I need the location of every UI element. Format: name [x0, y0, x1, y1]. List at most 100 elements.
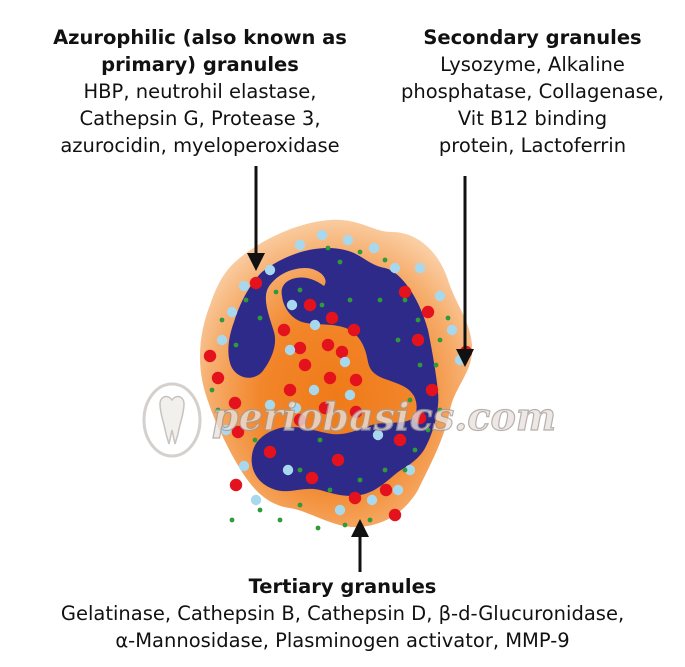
granule — [382, 257, 388, 263]
granule — [337, 259, 343, 265]
granule — [252, 437, 258, 443]
azurophilic-content-line-1: HBP, neutrohil elastase, — [83, 80, 317, 103]
granule — [372, 429, 384, 441]
granule — [257, 507, 263, 513]
granule — [228, 396, 242, 410]
granule — [331, 453, 345, 467]
granule — [446, 324, 458, 336]
tertiary-content-line-1: Gelatinase, Cathepsin B, Cathepsin D, β-… — [60, 602, 625, 625]
granule — [413, 411, 427, 425]
granule — [379, 483, 393, 497]
granule — [411, 333, 425, 347]
granule — [414, 262, 426, 274]
granule — [318, 401, 332, 415]
tertiary-content-line-2: α-Mannosidase, Plasminogen activator, MM… — [115, 629, 570, 652]
granule — [297, 287, 303, 293]
granule — [283, 383, 297, 397]
granule — [393, 433, 407, 447]
granule — [220, 424, 232, 436]
granule — [327, 487, 333, 493]
granule — [219, 317, 225, 323]
granule — [377, 297, 383, 303]
granule — [382, 467, 388, 473]
granule — [404, 464, 416, 476]
granule — [398, 285, 412, 299]
granule — [282, 464, 294, 476]
granule — [215, 407, 221, 413]
granule — [347, 323, 361, 337]
granule — [357, 249, 363, 255]
granule — [249, 276, 263, 290]
granule — [297, 467, 303, 473]
granule — [290, 402, 302, 414]
granule — [264, 399, 276, 411]
granule — [407, 397, 413, 403]
granule — [226, 306, 238, 318]
granule — [325, 311, 339, 325]
tertiary-granules-label: Tertiary granules Gelatinase, Cathepsin … — [0, 573, 685, 654]
granule — [389, 262, 401, 274]
azurophilic-granules-label: Azurophilic (also known as primary) gran… — [0, 24, 400, 159]
granule — [284, 344, 296, 356]
granule — [415, 317, 421, 323]
granule — [203, 349, 217, 363]
granule — [349, 405, 363, 419]
granule — [434, 290, 446, 302]
granule — [425, 383, 439, 397]
granule — [231, 425, 245, 439]
granule — [335, 345, 349, 359]
granule — [298, 358, 312, 372]
granule — [323, 371, 337, 385]
granule — [348, 491, 362, 505]
granule — [412, 447, 418, 453]
granule — [216, 334, 228, 346]
granule — [293, 413, 307, 427]
granule — [294, 239, 306, 251]
granule — [229, 478, 243, 492]
granule — [395, 337, 401, 343]
granule — [433, 362, 439, 368]
granule — [250, 494, 262, 506]
watermark-text: periobasics.com — [212, 394, 556, 439]
granule — [243, 297, 249, 303]
granule — [305, 471, 319, 485]
granule — [293, 341, 307, 355]
granule — [344, 389, 356, 401]
granule — [421, 305, 435, 319]
granule — [238, 460, 250, 472]
granule — [297, 502, 303, 508]
granule — [273, 289, 279, 295]
granule — [325, 245, 331, 251]
secondary-granules-label: Secondary granules Lysozyme, Alkaline ph… — [380, 24, 685, 159]
granule — [367, 517, 373, 523]
granule — [257, 315, 263, 321]
tertiary-title: Tertiary granules — [248, 575, 437, 598]
granule — [286, 299, 298, 311]
granule — [366, 494, 378, 506]
granule — [347, 297, 353, 303]
granule — [229, 517, 235, 523]
granule — [357, 477, 363, 483]
granule — [264, 264, 276, 276]
granule — [349, 373, 363, 387]
granule — [425, 427, 431, 433]
granule — [277, 323, 291, 337]
granule — [211, 371, 225, 385]
granule — [238, 280, 250, 292]
secondary-content-line-1: Lysozyme, Alkaline — [440, 53, 625, 76]
granule — [402, 297, 408, 303]
granule — [392, 484, 404, 496]
granule — [339, 356, 351, 368]
granule — [437, 337, 443, 343]
granule — [334, 504, 346, 516]
periobasics-watermark: periobasics.com — [142, 382, 557, 458]
granule — [233, 342, 239, 348]
granule — [319, 302, 325, 308]
secondary-content-line-2: phosphatase, Collagenase, — [400, 80, 665, 103]
granule — [417, 362, 423, 368]
azurophilic-title-line-2: primary) granules — [101, 53, 299, 76]
azurophilic-title-line-1: Azurophilic (also known as — [53, 26, 347, 49]
secondary-content-line-3: Vit B12 binding — [457, 107, 608, 130]
